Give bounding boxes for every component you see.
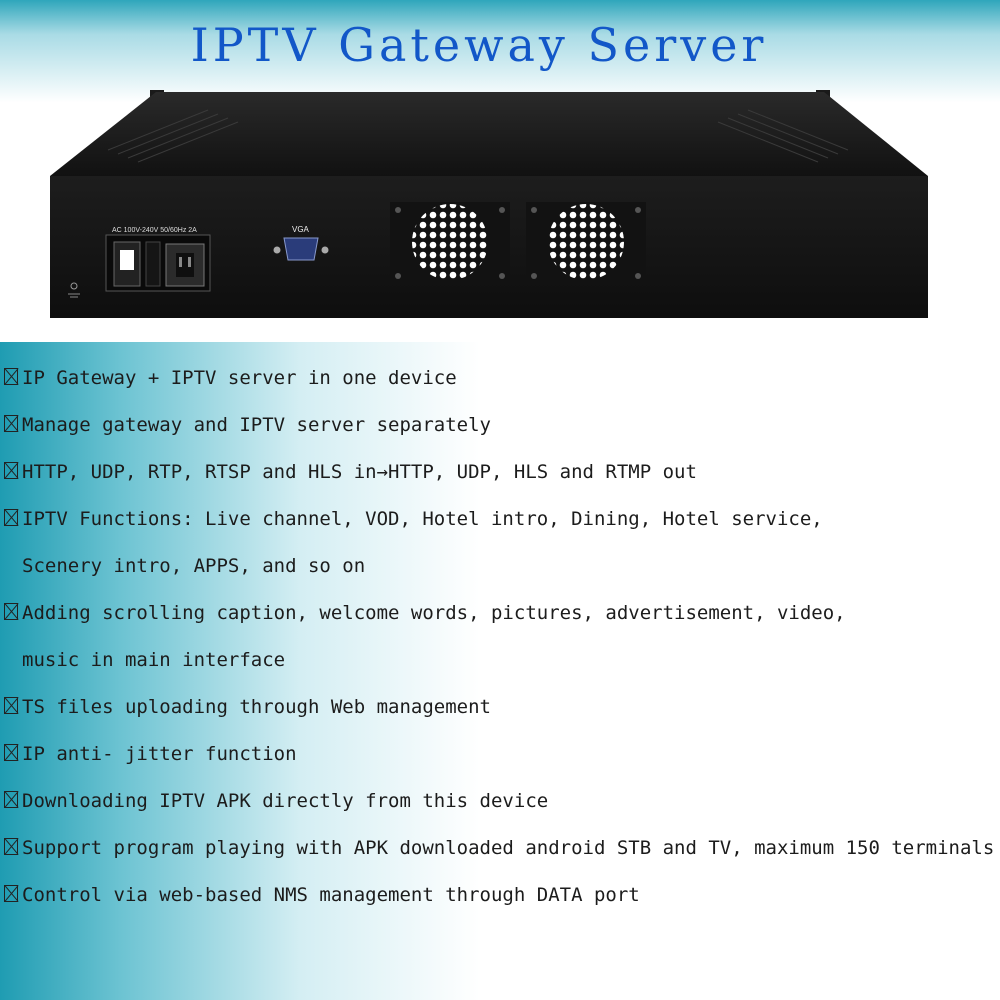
power-module: AC 100V-240V 50/60Hz 2A bbox=[105, 227, 211, 292]
power-label: AC 100V-240V 50/60Hz 2A bbox=[112, 227, 197, 234]
feature-text: IPTV Functions: Live channel, VOD, Hotel… bbox=[22, 508, 823, 530]
feature-list: IP Gateway + IPTV server in one device M… bbox=[0, 355, 1000, 919]
feature-item: Manage gateway and IPTV server separatel… bbox=[0, 402, 1000, 449]
vga-label: VGA bbox=[292, 225, 310, 234]
checkbox-icon bbox=[4, 838, 18, 855]
feature-item: IP Gateway + IPTV server in one device bbox=[0, 355, 1000, 402]
feature-item: HTTP, UDP, RTP, RTSP and HLS in→HTTP, UD… bbox=[0, 449, 1000, 496]
feature-text: TS files uploading through Web managemen… bbox=[22, 696, 491, 718]
checkbox-icon bbox=[4, 368, 18, 385]
checkbox-icon bbox=[4, 509, 18, 526]
feature-item: IP anti- jitter function bbox=[0, 731, 1000, 778]
feature-text-continued: music in main interface bbox=[22, 649, 286, 671]
feature-text: Support program playing with APK downloa… bbox=[22, 837, 995, 859]
ground-icon bbox=[68, 282, 80, 298]
feature-text-continued: Scenery intro, APPS, and so on bbox=[22, 555, 366, 577]
checkbox-icon bbox=[4, 462, 18, 479]
checkbox-icon bbox=[4, 697, 18, 714]
feature-item: TS files uploading through Web managemen… bbox=[0, 684, 1000, 731]
feature-item: Adding scrolling caption, welcome words,… bbox=[0, 590, 1000, 684]
vga-port: VGA bbox=[273, 225, 329, 261]
checkbox-icon bbox=[4, 603, 18, 620]
checkbox-icon bbox=[4, 885, 18, 902]
feature-item: Downloading IPTV APK directly from this … bbox=[0, 778, 1000, 825]
device-image: AC 100V-240V 50/60Hz 2A VGA bbox=[48, 90, 930, 320]
feature-text: HTTP, UDP, RTP, RTSP and HLS in→HTTP, UD… bbox=[22, 461, 697, 483]
feature-item: Control via web-based NMS management thr… bbox=[0, 872, 1000, 919]
feature-text: Adding scrolling caption, welcome words,… bbox=[22, 602, 846, 624]
iptv-gateway-rear-panel: AC 100V-240V 50/60Hz 2A VGA bbox=[50, 90, 928, 318]
feature-text: Manage gateway and IPTV server separatel… bbox=[22, 414, 491, 436]
power-switch-icon bbox=[120, 250, 134, 270]
checkbox-icon bbox=[4, 744, 18, 761]
device-top-cover bbox=[50, 92, 928, 176]
checkbox-icon bbox=[4, 415, 18, 432]
feature-item: IPTV Functions: Live channel, VOD, Hotel… bbox=[0, 496, 1000, 590]
feature-text: IP anti- jitter function bbox=[22, 743, 297, 765]
feature-text: IP Gateway + IPTV server in one device bbox=[22, 367, 457, 389]
page-title: IPTV Gateway Server bbox=[190, 18, 768, 72]
feature-text: Control via web-based NMS management thr… bbox=[22, 884, 640, 906]
fan-grill-right bbox=[526, 202, 646, 284]
fan-grill-left bbox=[390, 202, 510, 284]
checkbox-icon bbox=[4, 791, 18, 808]
hero-area: IPTV Gateway Server bbox=[0, 0, 1000, 342]
feature-text: Downloading IPTV APK directly from this … bbox=[22, 790, 549, 812]
feature-item: Support program playing with APK downloa… bbox=[0, 825, 1000, 872]
